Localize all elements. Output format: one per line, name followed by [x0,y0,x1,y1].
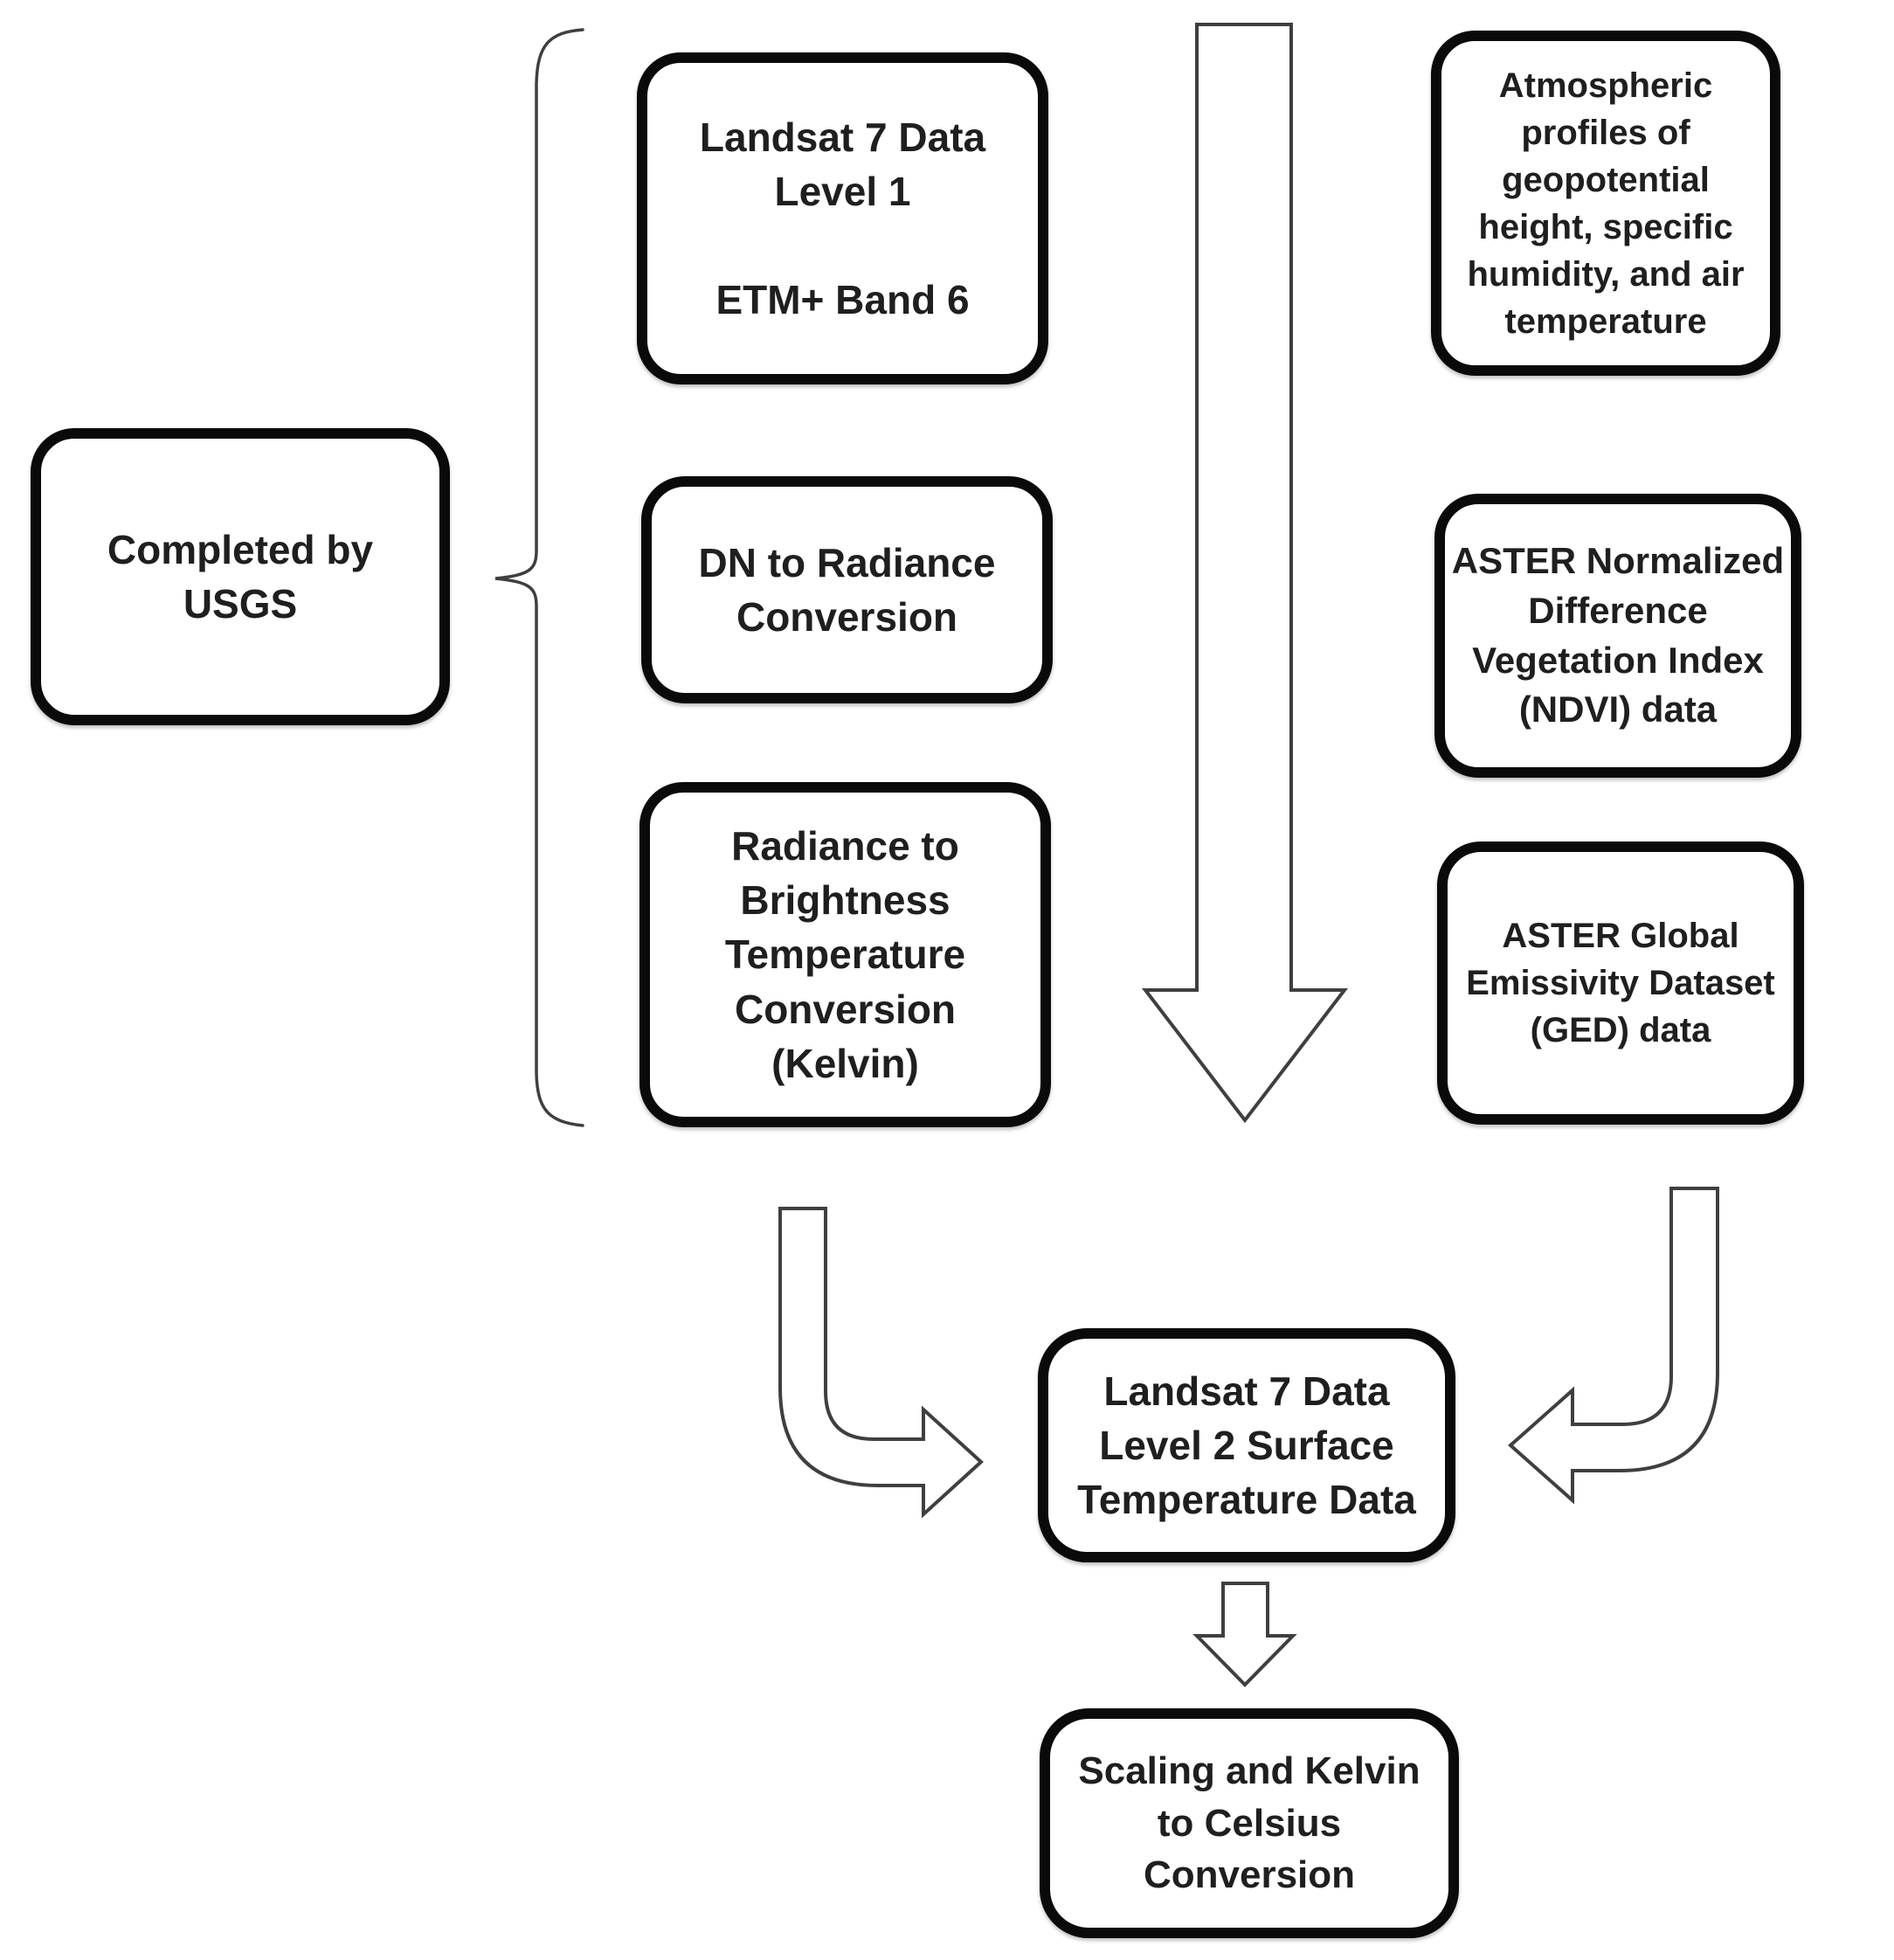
node-scaling-kelvin-to-celsius-label: Scaling and Kelvin to Celsius Conversion [1078,1749,1420,1897]
node-aster-ndvi: ASTER Normalized Difference Vegetation I… [1434,494,1801,778]
node-aster-ndvi-label: ASTER Normalized Difference Vegetation I… [1451,540,1785,731]
node-aster-ged: ASTER Global Emissivity Dataset (GED) da… [1437,841,1804,1125]
node-aster-ged-label: ASTER Global Emissivity Dataset (GED) da… [1466,917,1775,1049]
node-landsat7-level2-label: Landsat 7 Data Level 2 Surface Temperatu… [1077,1368,1416,1523]
usgs-group-brace [494,28,584,1127]
node-completed-by-usgs: Completed by USGS [31,428,450,725]
node-landsat7-level1-label: Landsat 7 Data Level 1 ETM+ Band 6 [699,114,986,323]
node-scaling-kelvin-to-celsius: Scaling and Kelvin to Celsius Conversion [1040,1708,1459,1938]
node-landsat7-level2: Landsat 7 Data Level 2 Surface Temperatu… [1038,1328,1455,1562]
left-elbow-arrow [778,1207,984,1519]
node-atmospheric-profiles-label: Atmospheric profiles of geopotential hei… [1467,66,1745,341]
small-down-arrow [1192,1582,1297,1687]
node-dn-to-radiance: DN to Radiance Conversion [641,476,1053,703]
big-down-arrow [1141,23,1349,1124]
node-radiance-to-brightness-temp-label: Radiance to Brightness Temperature Conve… [724,823,966,1086]
node-completed-by-usgs-label: Completed by USGS [107,526,374,627]
node-dn-to-radiance-label: DN to Radiance Conversion [698,539,996,640]
node-atmospheric-profiles: Atmospheric profiles of geopotential hei… [1431,31,1780,376]
node-radiance-to-brightness-temp: Radiance to Brightness Temperature Conve… [639,782,1051,1127]
right-elbow-arrow [1507,1187,1719,1505]
node-landsat7-level1: Landsat 7 Data Level 1 ETM+ Band 6 [637,52,1048,384]
